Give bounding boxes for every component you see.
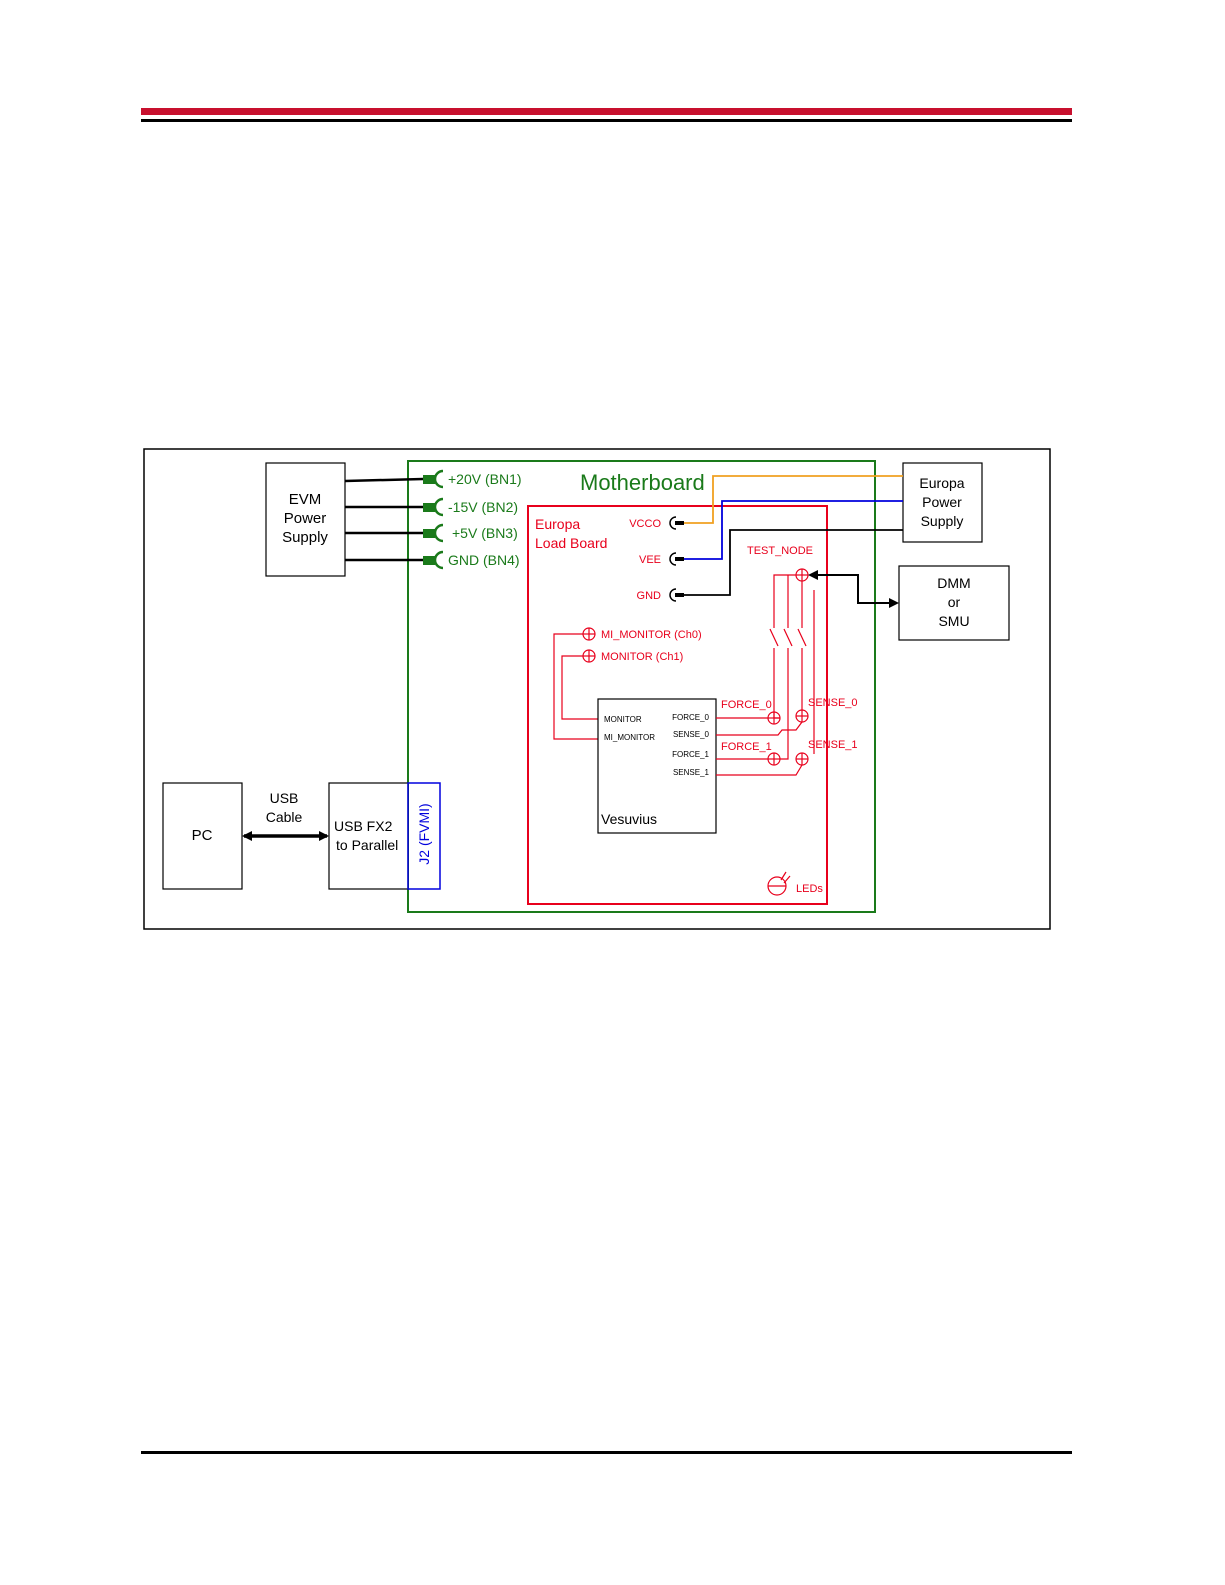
vesuvius-pin-sense-0: SENSE_0 [673, 730, 710, 739]
leds-label: LEDs [796, 883, 823, 895]
vesuvius-pin-sense-1: SENSE_1 [673, 768, 710, 777]
monitor-point [582, 649, 596, 663]
dmm-smu-label-3: SMU [938, 613, 969, 629]
force-1-label: FORCE_1 [721, 741, 772, 753]
vesuvius-pin-mi-monitor: MI_MONITOR [604, 733, 655, 742]
sense-0-point [795, 709, 809, 723]
gnd-wire [684, 529, 903, 596]
pin-label-vee: VEE [639, 554, 661, 566]
vesuvius-name: Vesuvius [601, 811, 657, 827]
force-0-label: FORCE_0 [721, 699, 772, 711]
evm-power-supply-label-2: Power [284, 510, 327, 527]
connector-bn1 [423, 469, 444, 489]
usb-fx2-label-1: USB FX2 [334, 818, 393, 834]
vesuvius-pin-monitor: MONITOR [604, 715, 642, 724]
usb-fx2-box [328, 782, 409, 890]
header-black-rule [141, 119, 1072, 122]
test-node-dmm-arrow [808, 570, 899, 608]
banana-connectors [423, 469, 444, 570]
usb-cable-label-1: USB [270, 790, 299, 806]
monitor-trace [561, 655, 598, 720]
vee-wire [684, 500, 903, 560]
usb-cable-label-2: Cable [266, 809, 303, 825]
dmm-smu-label-1: DMM [937, 575, 970, 591]
vcco-wire [684, 475, 903, 524]
force-0-point [767, 711, 781, 725]
connector-bn3 [423, 523, 444, 543]
sense-0-label: SENSE_0 [808, 697, 858, 709]
evm-supply-wires [344, 477, 424, 562]
connector-bn4 [423, 550, 444, 570]
vesuvius-pin-force-0: FORCE_0 [672, 713, 709, 722]
pin-label-vcco: VCCO [629, 518, 661, 530]
diagram-frame [143, 448, 1051, 930]
europa-power-supply-label-2: Power [922, 494, 962, 510]
europa-power-supply-label-3: Supply [921, 513, 964, 529]
connector-label-bn2: -15V (BN2) [448, 499, 518, 515]
europa-load-board-box [527, 505, 828, 905]
europa-power-supply-box [902, 462, 983, 543]
monitor-label: MONITOR (Ch1) [601, 651, 683, 663]
pin-label-gnd: GND [637, 590, 662, 602]
evm-power-supply-label-1: EVM [289, 491, 322, 508]
j2-fvmi-connector [407, 782, 441, 890]
mi-monitor-label: MI_MONITOR (Ch0) [601, 629, 702, 641]
connector-label-bn3: +5V (BN3) [452, 525, 518, 541]
relay-switch-lines [769, 574, 815, 760]
load-board-supply-jacks [669, 516, 684, 602]
vesuvius-pin-force-1: FORCE_1 [672, 750, 709, 759]
force-1-point [767, 752, 781, 766]
motherboard-box [407, 460, 876, 913]
motherboard-title: Motherboard [580, 470, 705, 495]
evm-power-supply-box [265, 462, 346, 577]
j2-fvmi-label: J2 (FVMI) [416, 803, 432, 864]
force-sense-traces [716, 717, 803, 776]
load-board-title-2: Load Board [535, 535, 607, 551]
header-red-rule [141, 108, 1072, 115]
connector-bn2 [423, 497, 444, 517]
dmm-smu-box [898, 565, 1010, 641]
led-icon [767, 871, 791, 896]
vesuvius-box [597, 698, 717, 834]
dmm-smu-label-2: or [948, 594, 961, 610]
load-board-title-1: Europa [535, 516, 580, 532]
pc-label: PC [192, 827, 213, 844]
connector-label-bn4: GND (BN4) [448, 552, 520, 568]
connector-label-bn1: +20V (BN1) [448, 471, 522, 487]
pc-box [162, 782, 243, 890]
test-node-label: TEST_NODE [747, 545, 813, 557]
usb-fx2-label-2: to Parallel [336, 837, 398, 853]
europa-power-supply-label-1: Europa [919, 475, 964, 491]
test-node-point [795, 568, 809, 582]
mi-monitor-point [582, 627, 596, 641]
mi-monitor-trace [553, 633, 598, 740]
sense-1-label: SENSE_1 [808, 739, 858, 751]
footer-black-rule [141, 1451, 1072, 1454]
sense-1-point [795, 752, 809, 766]
evm-power-supply-label-3: Supply [282, 529, 328, 546]
